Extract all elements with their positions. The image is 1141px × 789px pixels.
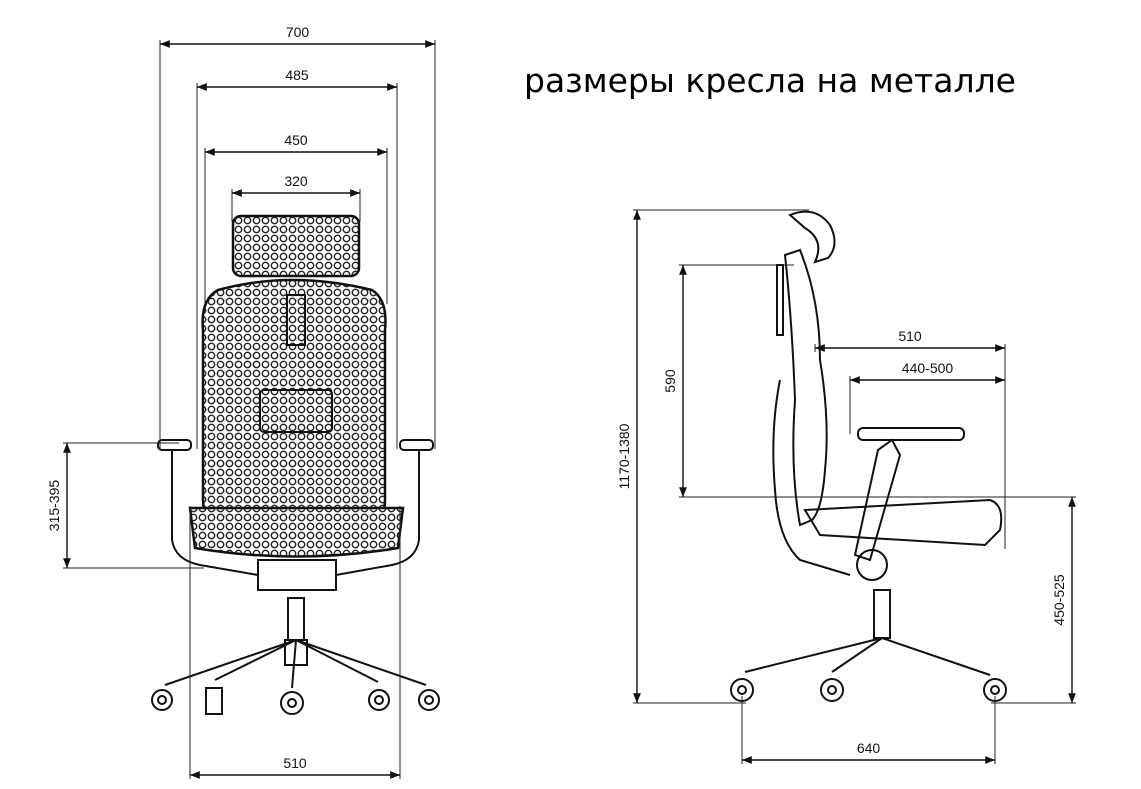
gas-lift-side (873, 589, 891, 639)
headrest-front (231, 214, 361, 278)
dim-back-height-label: 590 (662, 369, 678, 393)
side-view-chair (730, 210, 1007, 702)
front-view-chair (151, 214, 440, 715)
seat-side (803, 498, 1003, 547)
armrest-side (857, 427, 965, 441)
gas-lift-front (287, 597, 305, 641)
dim-armrest-outer-width-label: 485 (285, 67, 309, 83)
casters-side (730, 678, 1007, 702)
backrest-side (783, 248, 828, 527)
dim-armrest-height-label: 315-395 (46, 480, 62, 532)
seat-front (188, 506, 405, 558)
drawing-title: размеры кресла на металле (524, 61, 1016, 100)
dimension-lines: 700 485 450 320 510 510 440-500 640 315-395 1170-… (46, 24, 1076, 779)
dim-seat-height-label: 450-525 (1051, 574, 1067, 626)
dim-base-width-label: 510 (283, 755, 307, 771)
backrest-front (201, 278, 387, 524)
armrest-right (399, 439, 434, 451)
dim-base-depth-label: 640 (857, 740, 881, 756)
dim-total-height-label: 1170-1380 (616, 423, 632, 489)
armrest-left (157, 439, 192, 451)
dim-back-width-label: 450 (284, 132, 308, 148)
casters-front (151, 687, 440, 715)
dim-overall-width-label: 700 (286, 24, 310, 40)
dim-seat-depth-adjust-label: 440-500 (902, 360, 954, 376)
headrest-side (788, 210, 836, 264)
dim-seat-depth-label: 510 (898, 328, 922, 344)
dim-headrest-width-label: 320 (284, 173, 308, 189)
